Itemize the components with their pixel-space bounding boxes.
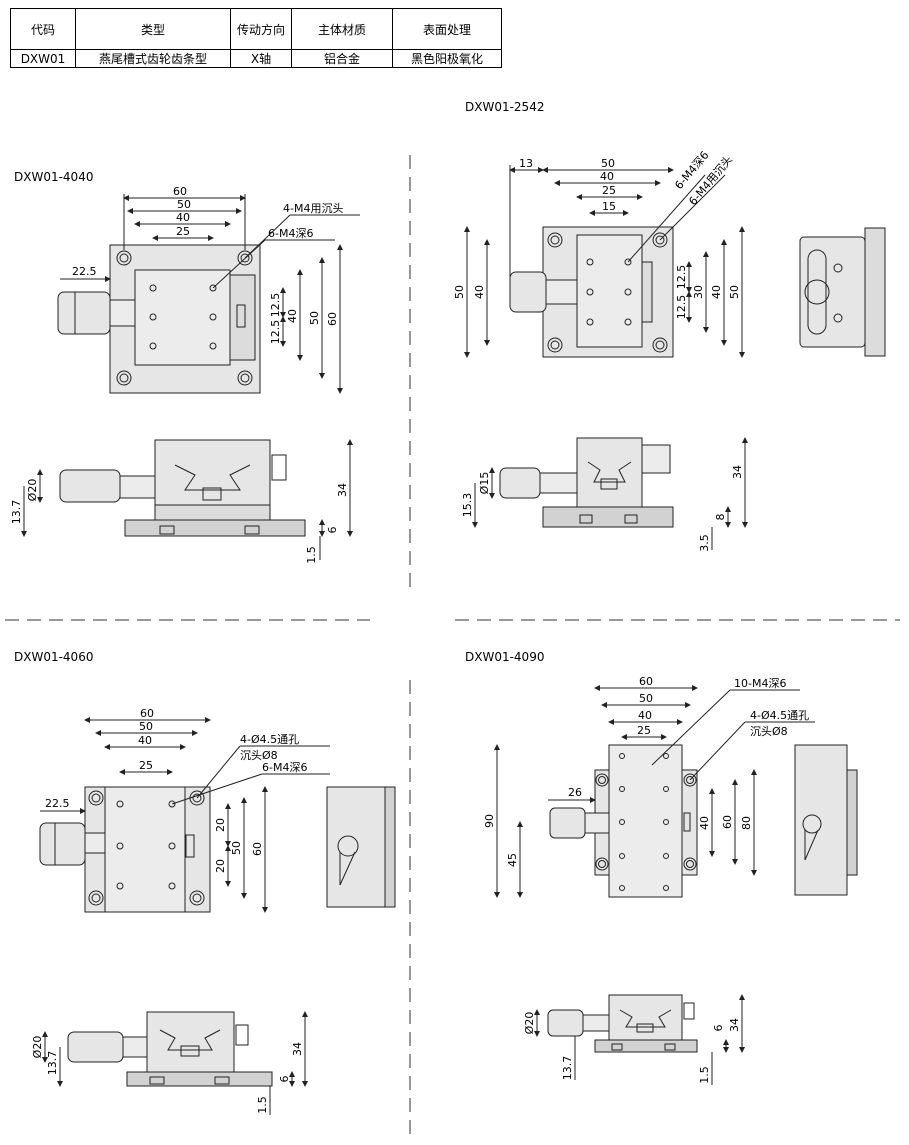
dim-label: 50 [728, 285, 741, 299]
dim-label: 34 [336, 483, 349, 497]
dim-label: 12.5 [675, 295, 688, 320]
callout-label: 4-Ø4.5通孔 [240, 733, 299, 746]
dim-label: 50 [639, 692, 653, 705]
view-4060-front-labels: Ø20 13.7 34 6 1.5 [31, 1036, 304, 1114]
dim-label: 8 [714, 514, 727, 521]
dim-label: 26 [568, 786, 582, 799]
dim-label: 60 [140, 707, 154, 720]
header-cell: 代码 [10, 8, 76, 50]
dim-label: 50 [308, 311, 321, 325]
dim-label: 13 [519, 157, 533, 170]
dim-label: 1.5 [305, 546, 318, 564]
dim-label: 6 [326, 527, 339, 534]
dim-label: 60 [326, 312, 339, 326]
value-cell: 黑色阳极氧化 [392, 49, 502, 68]
dim-label: 60 [173, 185, 187, 198]
view-4060-top-labels: 60 50 40 25 4-Ø4.5通孔 沉头Ø8 6-M4深6 22.5 20… [45, 707, 307, 873]
view-4090-top-labels: 60 50 40 25 10-M4深6 4-Ø4.5通孔 沉头Ø8 26 90 … [483, 675, 809, 867]
dim-label: 15 [602, 200, 616, 213]
dim-label: 25 [637, 724, 651, 737]
dim-label: 13.7 [561, 1056, 574, 1081]
view-title: DXW01-4090 [465, 650, 545, 664]
dim-label: 60 [639, 675, 653, 688]
dim-label: 25 [139, 759, 153, 772]
callout-label: 6-M4深6 [268, 227, 313, 240]
dim-label: 40 [638, 709, 652, 722]
callout-label: 沉头Ø8 [240, 749, 278, 762]
view-title: DXW01-4040 [14, 170, 94, 184]
dim-label: 40 [138, 734, 152, 747]
dim-label: Ø20 [26, 479, 39, 502]
view-4040-top-labels: 60 50 40 25 4-M4用沉头 6-M4深6 22.5 12.5 12.… [72, 185, 343, 344]
value-cell: 燕尾槽式齿轮齿条型 [75, 49, 231, 68]
dim-label: 40 [473, 285, 486, 299]
dim-label: 50 [230, 841, 243, 855]
dim-label: 1.5 [698, 1066, 711, 1084]
dim-label: 12.5 [269, 293, 282, 318]
dim-label: 12.5 [269, 320, 282, 345]
callout-label: 4-M4用沉头 [283, 202, 343, 215]
callout-label: 4-Ø4.5通孔 [750, 709, 809, 722]
dim-label: 40 [286, 309, 299, 323]
dim-label: 25 [602, 184, 616, 197]
view-title: DXW01-2542 [465, 100, 545, 114]
spec-table: 代码 类型 传动方向 主体材质 表面处理 DXW01 燕尾槽式齿轮齿条型 X轴 … [10, 8, 502, 68]
header-cell: 表面处理 [392, 8, 502, 50]
dim-label: 1.5 [256, 1096, 269, 1114]
callout-label: 10-M4深6 [734, 677, 786, 690]
dim-label: 50 [177, 198, 191, 211]
view-4090-front [534, 994, 745, 1085]
dim-label: 40 [176, 211, 190, 224]
view-2542-front [472, 437, 748, 550]
dim-label: 90 [483, 814, 496, 828]
dim-label: 40 [710, 285, 723, 299]
dim-label: 80 [740, 816, 753, 830]
dim-label: 60 [251, 842, 264, 856]
view-4040-top [57, 194, 360, 394]
view-4060-front [42, 1011, 308, 1115]
dim-label: 40 [600, 170, 614, 183]
value-cell: X轴 [230, 49, 292, 68]
view-4060-top [39, 717, 396, 913]
view-2542-front-labels: Ø15 15.3 34 8 3.5 [461, 465, 744, 552]
dim-label: 60 [721, 815, 734, 829]
dim-label: Ø15 [478, 472, 491, 495]
dim-label: 34 [728, 1018, 741, 1032]
dim-label: 22.5 [45, 797, 70, 810]
view-title: DXW01-4060 [14, 650, 94, 664]
dim-label: 50 [453, 285, 466, 299]
view-2542-top [464, 165, 886, 358]
dim-label: 50 [601, 157, 615, 170]
dim-label: 13.7 [46, 1051, 59, 1076]
dim-label: Ø20 [31, 1036, 44, 1059]
header-cell: 主体材质 [291, 8, 393, 50]
view-4090-front-labels: Ø20 13.7 6 34 1.5 [523, 1012, 741, 1084]
dim-label: 50 [139, 720, 153, 733]
view-4040-front-labels: 13.7 Ø20 34 6 1.5 [10, 479, 349, 564]
dim-label: 3.5 [698, 534, 711, 552]
dim-label: 25 [176, 225, 190, 238]
header-cell: 类型 [75, 8, 231, 50]
dim-label: 12.5 [675, 265, 688, 290]
callout-label: 6-M4深6 [262, 761, 307, 774]
dim-label: 13.7 [10, 500, 23, 525]
callout-label: 沉头Ø8 [750, 725, 788, 738]
dim-label: 6 [278, 1076, 291, 1083]
dim-label: 6 [712, 1025, 725, 1032]
dim-label: 34 [731, 465, 744, 479]
dim-label: 30 [692, 285, 705, 299]
view-separators [5, 155, 900, 1140]
dim-label: 45 [506, 853, 519, 867]
view-4090-top [494, 685, 858, 898]
dim-label: 34 [291, 1042, 304, 1056]
dim-label: 20 [214, 818, 227, 832]
dim-label: 20 [214, 859, 227, 873]
dim-label: Ø20 [523, 1012, 536, 1035]
dim-label: 22.5 [72, 265, 97, 278]
dim-label: 40 [698, 816, 711, 830]
value-cell: 铝合金 [291, 49, 393, 68]
dim-label: 15.3 [461, 493, 474, 518]
view-4040-front [21, 439, 353, 560]
